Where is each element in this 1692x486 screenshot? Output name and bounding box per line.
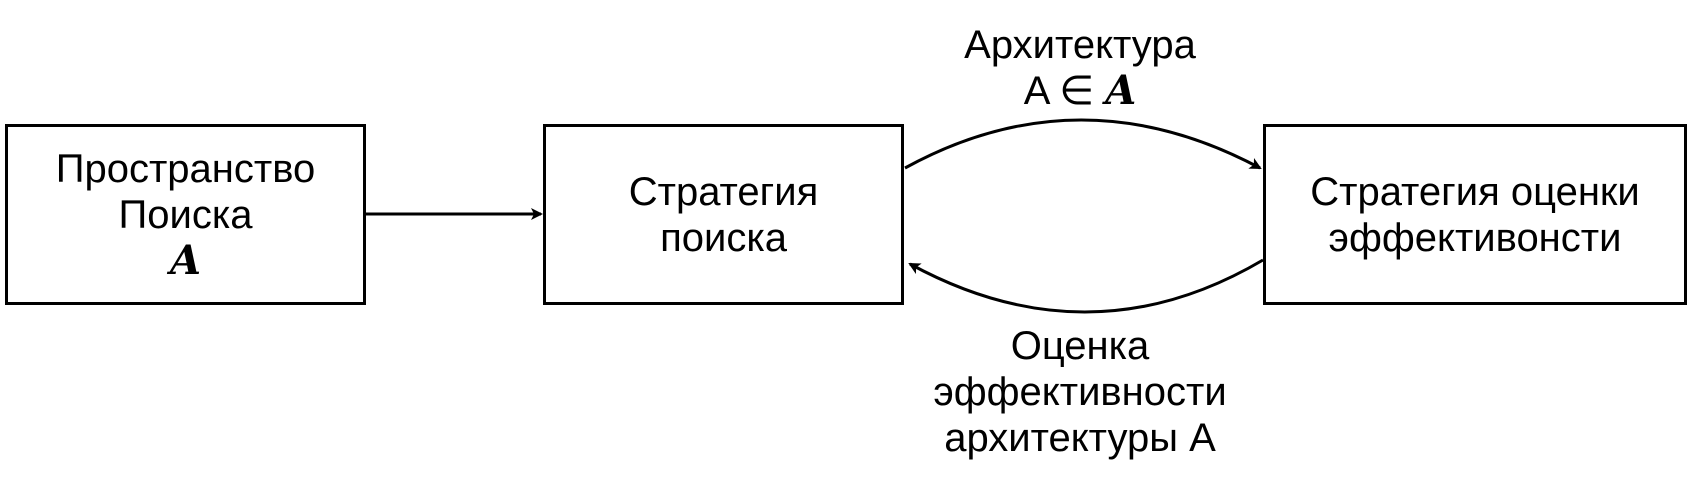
arrow-architecture <box>904 118 1262 170</box>
arrow-evaluation <box>908 258 1264 314</box>
search-strategy-label-line2: поиска <box>660 215 787 260</box>
evaluation-strategy-label-line2: эффективонсти <box>1328 215 1622 260</box>
evaluation-label-line1: Оценка <box>1010 324 1150 368</box>
architecture-label-symbol: A <box>1105 67 1137 114</box>
architecture-label-prefix: A ∈ <box>1023 69 1106 113</box>
architecture-label-line2: A ∈ A <box>1024 68 1137 114</box>
search-strategy-label-line1: Стратегия <box>628 169 819 214</box>
search-space-box: Пространство Поиска A <box>5 124 366 305</box>
architecture-edge-label: Архитектура A ∈ A <box>900 22 1260 114</box>
evaluation-strategy-label-line1: Стратегия оценки <box>1310 169 1640 214</box>
search-space-label-line1: Пространство <box>55 146 316 191</box>
architecture-label-line1: Архитектура <box>964 23 1196 67</box>
search-space-symbol: A <box>169 236 202 284</box>
evaluation-label-line3: архитектуры A <box>944 416 1216 460</box>
evaluation-edge-label: Оценка эффективности архитектуры A <box>900 323 1260 461</box>
evaluation-label-line2: эффективности <box>933 370 1227 414</box>
evaluation-strategy-box: Стратегия оценки эффективонсти <box>1263 124 1687 305</box>
search-strategy-box: Стратегия поиска <box>543 124 904 305</box>
search-space-label-line2: Поиска <box>118 192 253 237</box>
